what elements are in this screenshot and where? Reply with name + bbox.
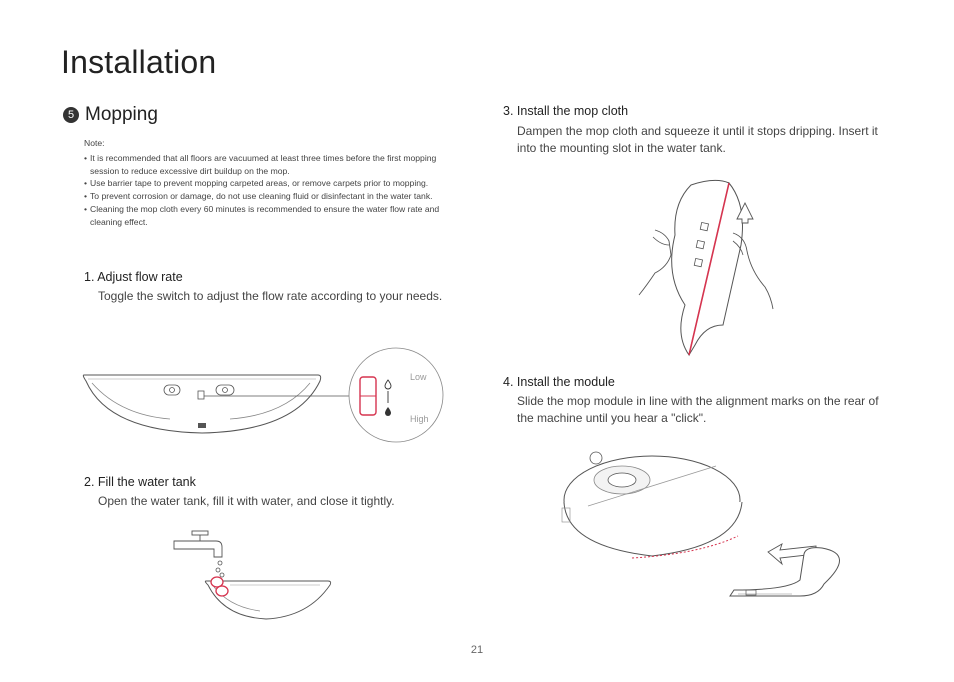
note-block: Note: It is recommended that all floors …	[84, 137, 454, 229]
page-number: 21	[470, 644, 484, 656]
section-number-badge: 5	[63, 107, 79, 123]
water-tank-switch-illustration	[82, 347, 444, 443]
note-item: Cleaning the mop cloth every 60 minutes …	[84, 203, 454, 229]
step-4-desc: Slide the mop module in line with the al…	[517, 394, 879, 425]
note-list: It is recommended that all floors are va…	[84, 152, 454, 229]
note-heading: Note:	[84, 138, 105, 148]
section-heading: 5 Mopping	[63, 104, 158, 126]
robot-module-install-illustration	[561, 451, 840, 597]
step-4-title: 4. Install the module	[503, 375, 615, 389]
step-2-desc: Open the water tank, fill it with water,…	[98, 494, 395, 508]
note-item: To prevent corrosion or damage, do not u…	[84, 190, 454, 203]
faucet-filling-illustration	[173, 530, 332, 620]
page-title: Installation	[61, 44, 217, 80]
step-3-title: 3. Install the mop cloth	[503, 104, 629, 118]
step-1-desc: Toggle the switch to adjust the flow rat…	[98, 289, 443, 303]
section-title: Mopping	[85, 104, 158, 125]
note-item: Use barrier tape to prevent mopping carp…	[84, 177, 454, 190]
flow-high-label: High	[410, 414, 429, 424]
step-2-title: 2. Fill the water tank	[84, 475, 196, 489]
flow-low-label: Low	[410, 372, 427, 382]
step-1-title: 1. Adjust flow rate	[84, 270, 183, 284]
step-3-desc: Dampen the mop cloth and squeeze it unti…	[517, 124, 878, 155]
note-item: It is recommended that all floors are va…	[84, 152, 454, 178]
mop-cloth-install-illustration	[638, 179, 774, 357]
